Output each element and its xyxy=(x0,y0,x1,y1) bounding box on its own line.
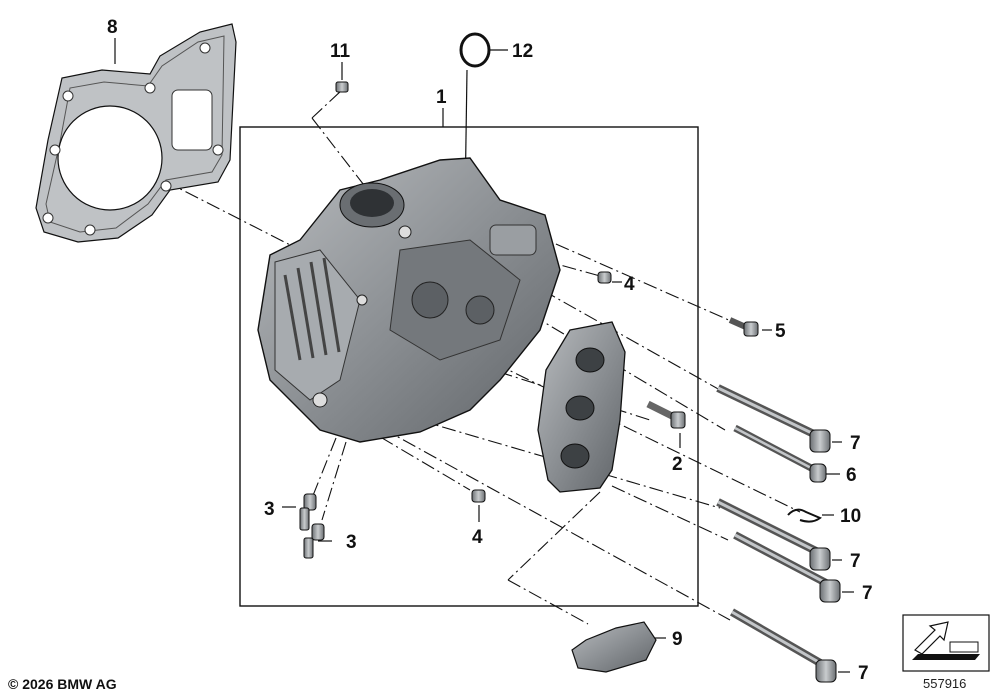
callout-5: 5 xyxy=(775,321,786,342)
short-screw xyxy=(728,317,759,337)
small-plug xyxy=(335,81,349,93)
dowel-sleeve-upper xyxy=(597,271,612,284)
callout-3b: 3 xyxy=(346,532,357,553)
callout-4a: 4 xyxy=(624,274,635,295)
long-bolt-2 xyxy=(716,498,831,571)
callout-11: 11 xyxy=(330,41,351,62)
long-bolt-1 xyxy=(716,384,831,453)
dowel-sleeve-lower xyxy=(471,489,486,503)
callout-3a: 3 xyxy=(264,499,275,520)
callout-7d: 7 xyxy=(858,663,869,684)
callout-7a: 7 xyxy=(850,433,861,454)
callout-8: 8 xyxy=(107,17,118,38)
cover-plate xyxy=(571,621,657,673)
bearing-bracket xyxy=(537,321,626,493)
stud-upper xyxy=(299,493,317,531)
long-bolt-6 xyxy=(733,424,827,483)
callout-2: 2 xyxy=(672,454,683,475)
long-bolt-4 xyxy=(729,608,837,683)
cylinder-head xyxy=(257,157,561,443)
callout-9: 9 xyxy=(672,629,683,650)
assembly-frame xyxy=(239,126,699,607)
callout-10: 10 xyxy=(840,506,861,527)
callout-4b: 4 xyxy=(472,527,483,548)
spring-clip xyxy=(787,508,822,523)
diagram-number: 557916 xyxy=(923,676,967,691)
head-gasket xyxy=(35,23,237,243)
bracket-screw xyxy=(646,400,686,429)
callout-12: 12 xyxy=(512,41,533,62)
callout-7c: 7 xyxy=(862,583,873,604)
view-direction-icon xyxy=(902,614,990,672)
stud-lower xyxy=(303,523,325,559)
o-ring xyxy=(459,32,491,68)
copyright-text: © 2026 BMW AG xyxy=(8,676,117,692)
callout-1: 1 xyxy=(436,87,447,108)
long-bolt-3 xyxy=(733,531,841,603)
callout-6: 6 xyxy=(846,465,857,486)
callout-7b: 7 xyxy=(850,551,861,572)
